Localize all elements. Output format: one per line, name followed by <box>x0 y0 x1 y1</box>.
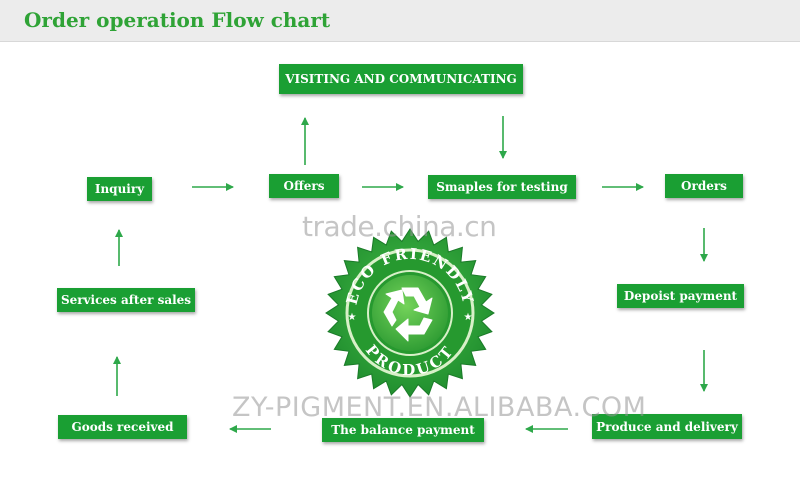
node-offers: Offers <box>269 174 339 198</box>
node-balance-payment: The balance payment <box>322 418 484 442</box>
node-label: Smaples for testing <box>436 180 568 194</box>
node-label: Inquiry <box>94 182 145 196</box>
node-samples-for-testing: Smaples for testing <box>428 175 576 199</box>
node-label: VISITING AND COMMUNICATING <box>285 72 517 86</box>
node-label: Goods received <box>71 420 174 434</box>
watermark-trade-china: trade.china.cn <box>302 210 497 243</box>
seal-star-left: ★ <box>348 312 357 323</box>
node-label: Produce and delivery <box>596 419 738 434</box>
node-goods-received: Goods received <box>58 415 187 439</box>
node-label: Depoist payment <box>623 289 738 303</box>
node-orders: Orders <box>665 174 743 198</box>
node-services-after-sales: Services after sales <box>57 288 195 312</box>
node-label: Offers <box>283 179 325 193</box>
recycle-icon <box>383 287 433 342</box>
node-label: Services after sales <box>60 293 192 307</box>
seal-star-right: ★ <box>464 312 473 323</box>
seal-inner-disc <box>372 275 448 351</box>
node-deposit-payment: Depoist payment <box>617 284 744 308</box>
eco-friendly-seal: ECO FRIENDLY PRODUCT ★ ★ <box>325 228 495 398</box>
header-bar: Order operation Flow chart <box>0 0 800 42</box>
page-title: Order operation Flow chart <box>24 8 331 32</box>
watermark-alibaba: ZY-PIGMENT.EN.ALIBABA.COM <box>232 392 647 423</box>
node-label: Orders <box>681 179 727 193</box>
node-produce-and-delivery: Produce and delivery <box>592 414 742 439</box>
seal-inner-ring <box>367 270 453 356</box>
node-visiting-and-communicating: VISITING AND COMMUNICATING <box>279 64 523 94</box>
node-label: The balance payment <box>331 423 475 437</box>
node-inquiry: Inquiry <box>87 177 152 201</box>
